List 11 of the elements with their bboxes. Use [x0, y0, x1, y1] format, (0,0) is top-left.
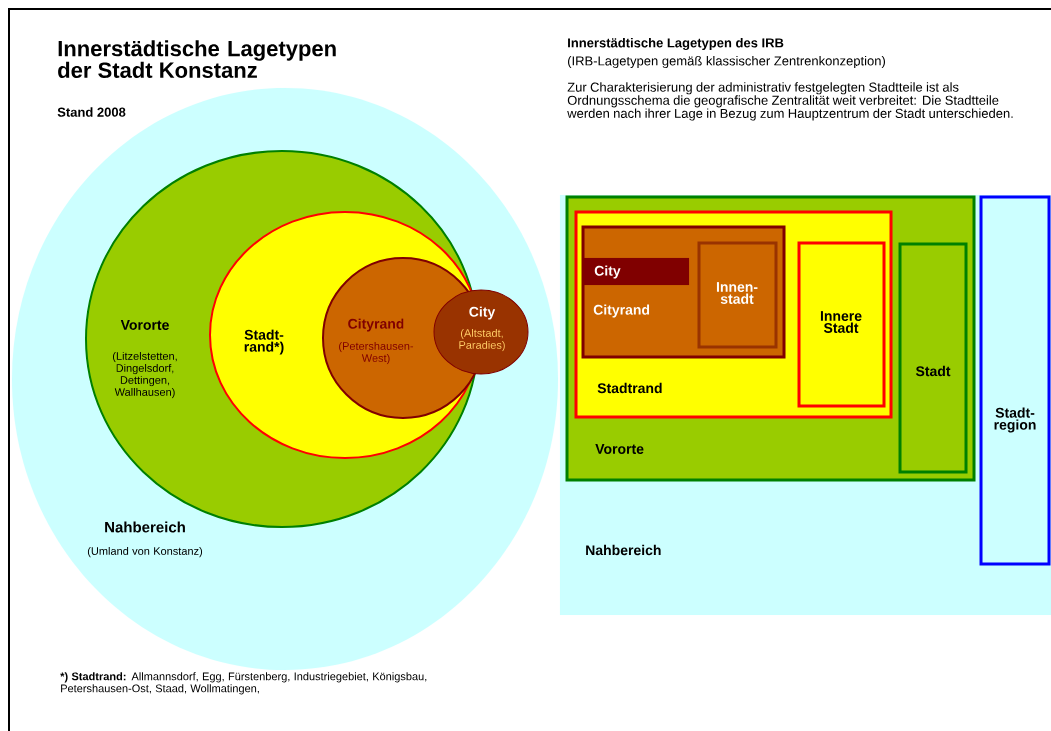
subheading: (IRB-Lagetypen gemäß klassischer Zentrenkonzeption): [568, 55, 885, 69]
heading: Innerstädtische Lagetypen des IRB: [568, 37, 784, 51]
subtitle: Stand 2008: [57, 107, 126, 117]
zone-box: Stadt- region: [979, 195, 1051, 566]
paragraph: Zur Charakterisierung der administrativ festgelegten Stadtteile ist als Ordnungsschema die geografische Zentralität weit verbreitet: Die Stadtteile werden nach ihrer Lage in Bezug zum Hauptzentrum der Stadt unterschieden.: [567, 82, 1013, 121]
zone-box: Innen- stadt: [697, 241, 778, 349]
zone-box: Innere Stadt: [797, 241, 886, 408]
footnote: *) Stadtrand: Allmannsdorf, Egg, Fürstenberg, Industriegebiet, Königsbau, Petershausen-Ost, Staad, Wollmatingen,: [60, 672, 427, 695]
title: Innerstädtische Lagetypen der Stadt Konstanz: [58, 40, 336, 78]
zone-box: Stadt: [898, 242, 968, 474]
zone-box: City: [583, 257, 690, 286]
